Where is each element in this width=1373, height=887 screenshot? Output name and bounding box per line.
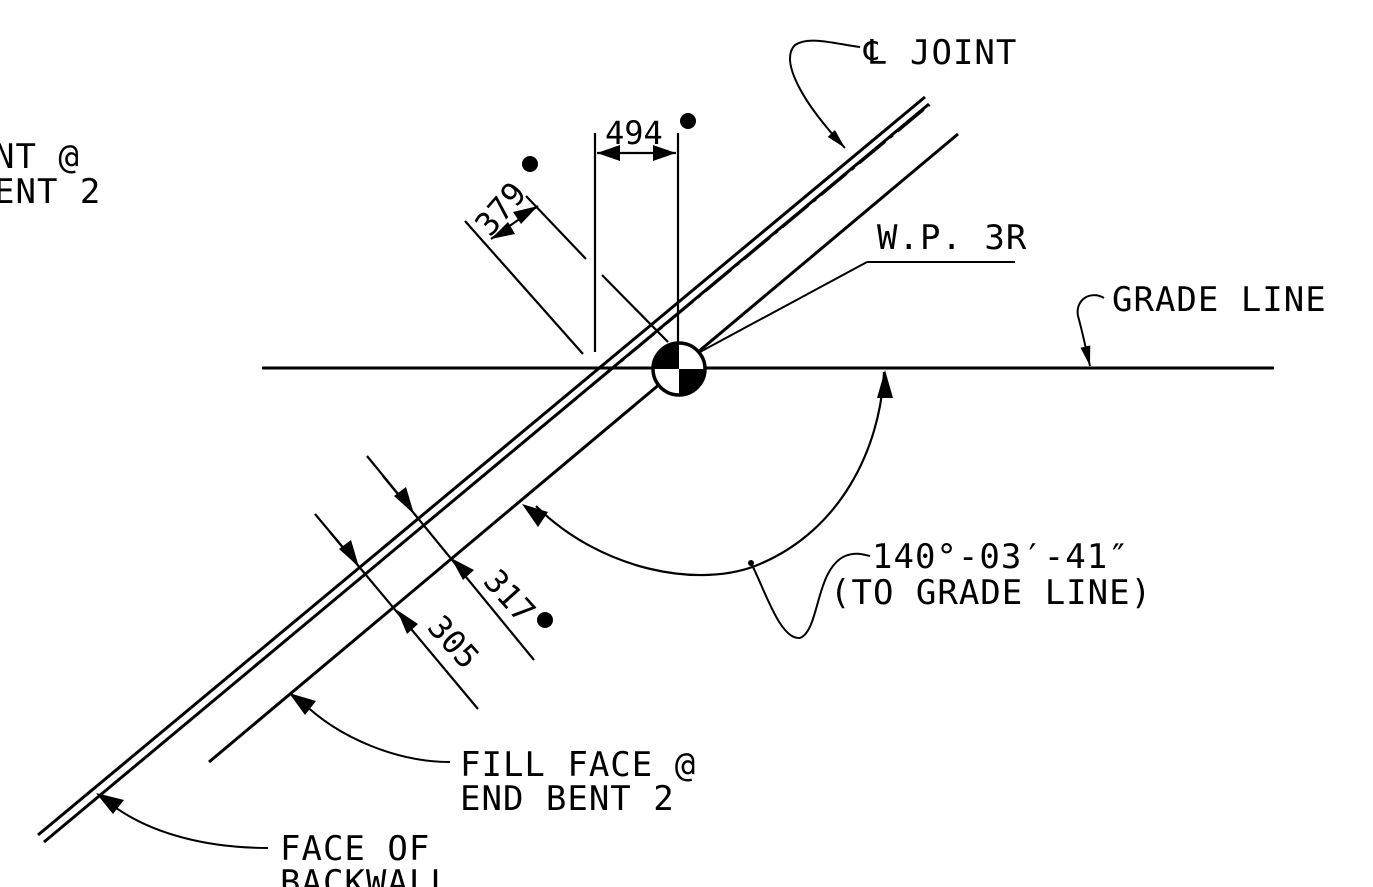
work-point-quadrant-ul: [653, 343, 679, 369]
joint-label: JOINT: [910, 33, 1017, 73]
angle-arc: [535, 371, 886, 577]
dim-379-text: 379: [467, 175, 534, 244]
wp-label: W.P. 3R: [877, 218, 1027, 258]
angle-label-line2: (TO GRADE LINE): [830, 573, 1152, 613]
backwall-leader: [107, 801, 269, 849]
dim-317-dot: [537, 612, 553, 628]
fill-face-arrow: [289, 693, 316, 715]
dim-317-arrow-bottom: [451, 558, 474, 580]
face-of-backwall-line: [37, 95, 926, 837]
backwall-arrow: [96, 793, 124, 814]
backwall-label-line1: FACE OF: [280, 829, 430, 869]
wp-leader: [699, 261, 868, 353]
dim-379-arrow-2: [513, 206, 538, 224]
fill-face-label-line1: FILL FACE @: [460, 745, 696, 785]
angle-arrow-grade: [877, 370, 893, 398]
dim-317-text: 317: [476, 562, 543, 630]
dim-379-dot: [522, 156, 538, 172]
fill-face-line: [208, 132, 959, 764]
joint-symbol: ℄: [863, 33, 887, 73]
dim-494-arrow-left: [597, 145, 620, 161]
dim-379-extension-inner-lower: [601, 274, 669, 343]
work-point-quadrant-lr: [679, 369, 705, 395]
dim-379-extension-inner: [525, 195, 587, 260]
centerline-joint: [51, 104, 931, 836]
dim-494-text: 494: [605, 114, 663, 152]
angle-leader: [750, 552, 871, 640]
dim-305-arrow-bottom: [397, 610, 418, 634]
fill-face-label-line2: END BENT 2: [460, 779, 675, 819]
dim-494-dot: [680, 113, 696, 129]
grade-line-leader: [1076, 294, 1105, 367]
dim-379-extension-outer: [464, 220, 584, 355]
angle-label-line1: 140°-03′-41″: [872, 537, 1130, 577]
dim-317-arrow-top: [394, 487, 414, 514]
backwall-label-line2: BACKWALL: [280, 863, 452, 887]
dim-494-arrow-right: [653, 145, 676, 161]
joint-leader: [789, 39, 861, 149]
dim-379-arrow: [491, 222, 515, 239]
cut-left-label-line1: NT @: [0, 137, 80, 177]
dim-305-arrow-top: [339, 540, 359, 567]
fill-face-leader: [299, 699, 451, 763]
angle-arrow-fillface: [522, 504, 548, 527]
cut-left-label-line2: ENT 2: [0, 172, 101, 212]
grade-line-label: GRADE LINE: [1112, 280, 1327, 320]
dim-305-text: 305: [420, 608, 487, 676]
